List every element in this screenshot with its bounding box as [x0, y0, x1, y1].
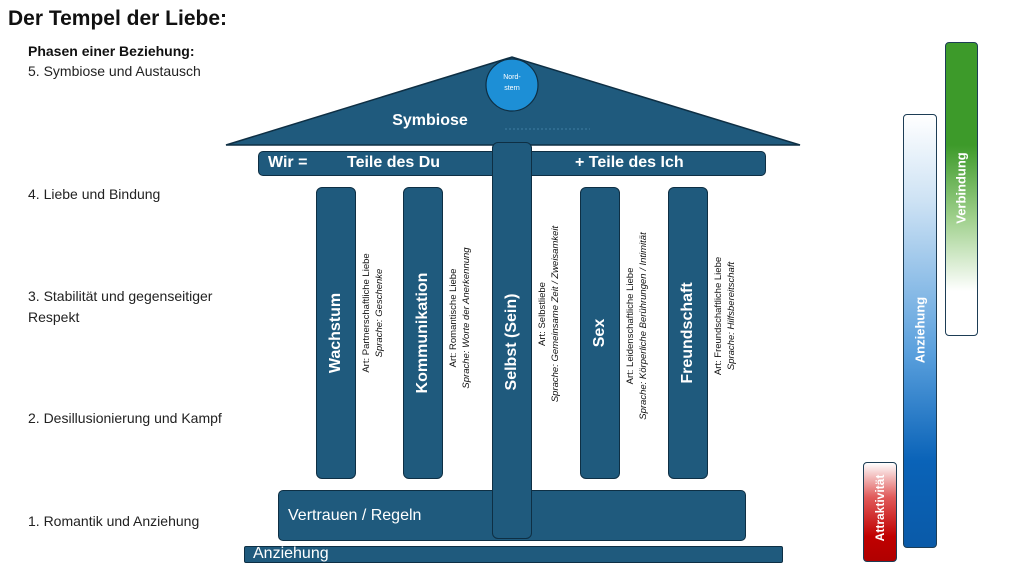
pillar-sex-label: Sex [591, 318, 608, 348]
attraktivitaet-bar [863, 462, 897, 562]
pillar-selbst-label: Selbst (Sein) [503, 293, 520, 391]
pillar-kommunikation-note: Art: Romantische Liebe Sprache: Worte de… [447, 247, 473, 388]
nordstern-label: Nord- stern [503, 74, 521, 92]
pillar-kommunikation [403, 187, 443, 479]
foundation-label: Vertrauen / Regeln [288, 507, 422, 524]
pillar-wachstum-art: Art: Partnerschaftliche Liebe [361, 253, 372, 373]
phase-5: 5. Symbiose und Austausch [28, 63, 201, 79]
pillar-selbst-note: Art: Selbstliebe Sprache: Gemeinsame Zei… [536, 226, 562, 402]
phase-4: 4. Liebe und Bindung [28, 186, 161, 202]
pillar-freundschaft [668, 187, 708, 479]
verbindung-bar [945, 42, 978, 336]
base-label: Anziehung [253, 545, 329, 562]
attraktivitaet-label: Attraktivität [873, 474, 887, 542]
phase-3: 3. Stabilität und gegenseitiger Respekt [28, 288, 213, 325]
pillar-sex-sprache: Sprache: Körperliche Berührungen / Intim… [638, 232, 649, 420]
pillar-freundschaft-sprache: Sprache: Hilfsbereitschaft [726, 261, 737, 371]
pillar-wachstum [316, 187, 356, 479]
phases-heading: Phasen einer Beziehung: [28, 43, 195, 59]
beam-middle-label: Teile des Du [347, 154, 441, 171]
pillar-selbst [492, 142, 532, 539]
pillar-wachstum-sprache: Sprache: Geschenke [374, 268, 385, 358]
base-block [244, 546, 783, 563]
pillar-kommunikation-art: Art: Romantische Liebe [448, 268, 459, 368]
roof-label: Symbiose [392, 112, 468, 129]
pillar-selbst-sprache: Sprache: Gemeinsame Zeit / Zweisamkeit [550, 225, 561, 403]
pillar-selbst-art: Art: Selbstliebe [537, 282, 548, 346]
phase-2: 2. Desillusionierung und Kampf [28, 410, 222, 426]
page-title: Der Tempel der Liebe: [8, 7, 228, 30]
pillar-kommunikation-sprache: Sprache: Worte der Anerkennung [461, 247, 472, 389]
verbindung-label: Verbindung [953, 152, 969, 224]
pillar-sex-note: Art: Leidenschaftliche Liebe Sprache: Kö… [624, 232, 650, 419]
pillar-freundschaft-note: Art: Freundschaftliche Liebe Sprache: Hi… [712, 257, 738, 375]
nordstern-circle [485, 58, 539, 112]
pillar-kommunikation-label: Kommunikation [414, 272, 431, 394]
pillar-freundschaft-label: Freundschaft [679, 282, 696, 384]
pillar-sex-art: Art: Leidenschaftliche Liebe [625, 267, 636, 385]
pillar-sex [580, 187, 620, 479]
pillar-wachstum-note: Art: Partnerschaftliche Liebe Sprache: G… [360, 253, 386, 372]
phase-1: 1. Romantik und Anziehung [28, 513, 200, 529]
anziehung-label: Anziehung [912, 296, 928, 364]
anziehung-bar [903, 114, 937, 548]
beam-left-label: Wir = [268, 154, 308, 171]
pillar-freundschaft-art: Art: Freundschaftliche Liebe [713, 256, 724, 376]
beam-right-label: + Teile des Ich [575, 154, 684, 171]
pillar-wachstum-label: Wachstum [327, 292, 344, 374]
